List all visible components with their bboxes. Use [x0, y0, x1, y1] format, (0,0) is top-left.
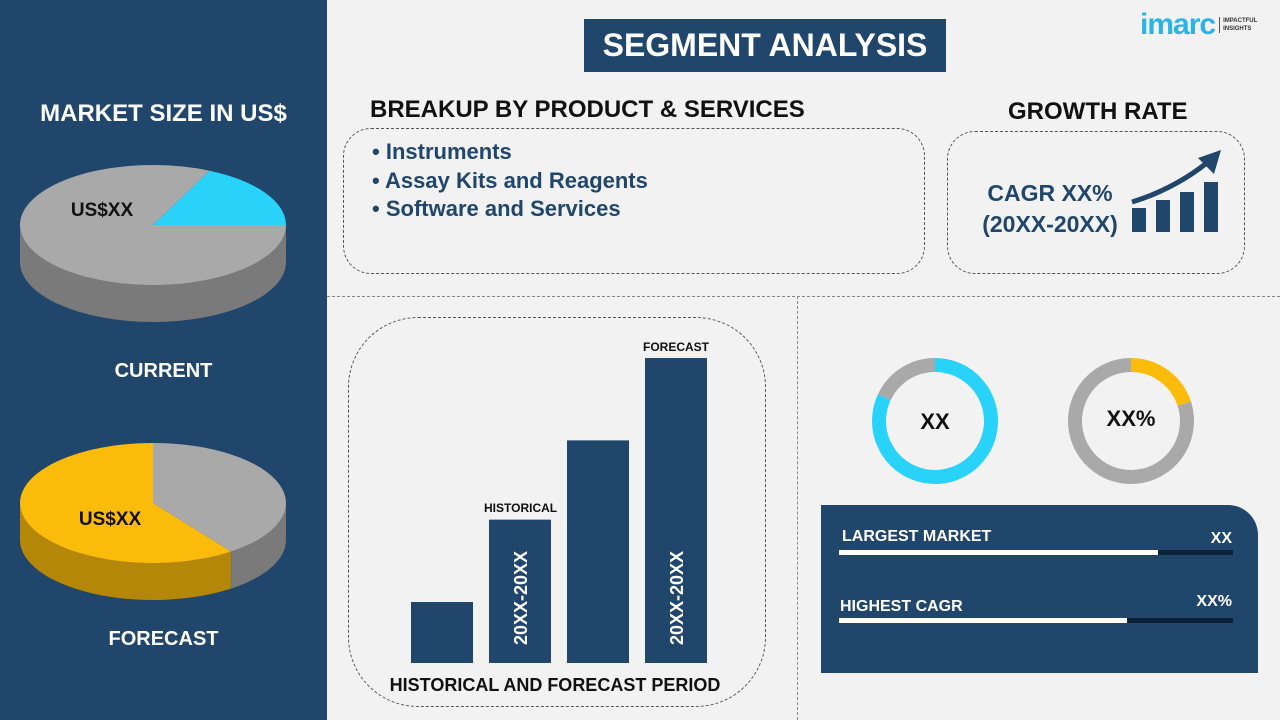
pie-slice-1 [20, 165, 286, 285]
list-item: • Assay Kits and Reagents [372, 167, 648, 193]
stats-panel: LARGEST MARKET XX HIGHEST CAGR XX% [821, 505, 1258, 673]
current-label: CURRENT [114, 360, 213, 382]
donut-segment-0 [1130, 358, 1191, 407]
historical-caption: HISTORICAL [484, 501, 558, 515]
imarc-logo: imarc IMPACTFUL INSIGHTS [1140, 8, 1257, 42]
highest-cagr-label: HIGHEST CAGR [840, 598, 963, 615]
bar-chart-box [348, 317, 766, 707]
section-divider [327, 296, 1280, 297]
pie-slice-0 [153, 170, 286, 225]
highest-cagr-bar-fill [839, 618, 1127, 623]
period-axis-label: HISTORICAL AND FORECAST PERIOD [389, 675, 721, 695]
donut-chart-right [1068, 358, 1194, 484]
donut-chart-left [872, 358, 998, 484]
donut-segment-0 [872, 358, 998, 484]
donut-left-label: XX [920, 409, 950, 434]
logo-wordmark: imarc [1140, 8, 1216, 41]
growth-box [947, 131, 1245, 274]
pie-side-0 [20, 503, 232, 600]
logo-tagline-1: IMPACTFUL [1223, 18, 1258, 24]
pie-slice-1 [153, 443, 287, 552]
market-size-title: MARKET SIZE IN US$ [40, 100, 287, 127]
donut-segment-1 [1068, 358, 1194, 484]
donut-right-label: XX% [1106, 406, 1156, 431]
largest-market-label: LARGEST MARKET [842, 528, 992, 545]
logo-tagline-2: INSIGHTS [1223, 26, 1252, 32]
list-item: • Software and Services [372, 196, 621, 221]
breakup-list: • Instruments • Assay Kits and Reagents … [372, 138, 648, 224]
largest-market-bar [839, 550, 1233, 555]
growth-title: GROWTH RATE [1008, 98, 1188, 125]
forecast-value-label: US$XX [79, 509, 142, 530]
highest-cagr-bar [839, 618, 1233, 623]
breakup-box [343, 128, 925, 274]
pie-slice-0 [20, 443, 232, 563]
growth-chart-icon [1131, 150, 1221, 232]
forecast-caption: FORECAST [643, 340, 709, 354]
market-size-panel [0, 0, 327, 720]
current-pie-chart: US$XX [20, 165, 286, 322]
breakup-title: BREAKUP BY PRODUCT & SERVICES [370, 96, 805, 123]
forecast-label: FORECAST [108, 628, 219, 650]
current-value-label: US$XX [71, 200, 134, 221]
list-item: • Instruments [372, 139, 512, 164]
section-divider-vertical [797, 296, 798, 720]
largest-market-value: XX [1210, 530, 1232, 547]
forecast-pie-chart: US$XX [20, 443, 287, 600]
donut-segment-1 [877, 358, 936, 401]
cagr-text: CAGR XX% (20XX-20XX) [965, 178, 1135, 240]
largest-market-bar-fill [839, 550, 1159, 555]
cagr-value: CAGR XX% [987, 180, 1113, 206]
page-title: SEGMENT ANALYSIS [584, 19, 946, 72]
highest-cagr-value: XX% [1196, 593, 1232, 610]
pie-side-1 [20, 225, 286, 322]
pie-side-1 [231, 503, 286, 589]
cagr-period: (20XX-20XX) [982, 211, 1118, 237]
logo-tagline: IMPACTFUL INSIGHTS [1219, 17, 1257, 33]
